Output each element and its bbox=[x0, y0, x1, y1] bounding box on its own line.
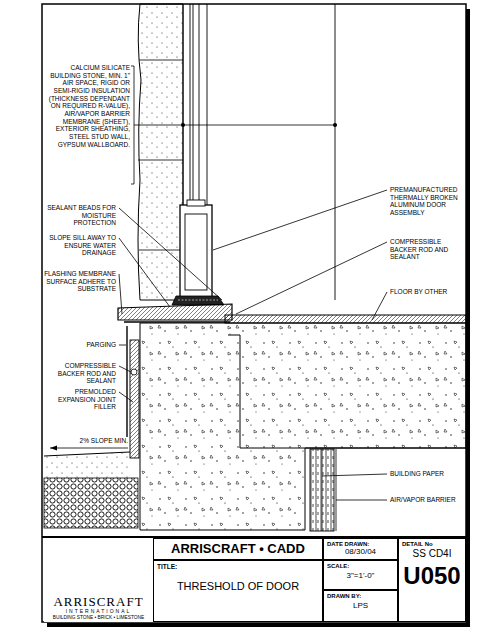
leader-line bbox=[236, 242, 387, 314]
callout-label: COMPRESSIBLE BACKER ROD AND SEALANT bbox=[44, 362, 116, 385]
title-block-cell: DRAWN BY: LPS bbox=[323, 590, 398, 622]
leader-line bbox=[119, 392, 133, 402]
callout-label: COMPRESSIBLE BACKER ROD AND SEALANT bbox=[390, 238, 464, 261]
title-block-text: ARRISCRAFT bbox=[53, 595, 143, 609]
callout-label: AIR/VAPOR BARRIER bbox=[390, 496, 464, 504]
callout-label: FLASHING MEMBRANE SURFACE ADHERE TO SUBS… bbox=[44, 270, 116, 293]
callout-label: FLOOR BY OTHER bbox=[390, 288, 464, 296]
leader-line bbox=[119, 345, 126, 346]
callout-label: PARGING bbox=[44, 341, 116, 349]
title-block-text: DETAIL No bbox=[402, 541, 462, 548]
title-block-text: 08/30/04 bbox=[327, 548, 394, 557]
callout-label: 2% SLOPE MIN. bbox=[70, 437, 128, 445]
title-block-text: SS CD4I bbox=[402, 548, 462, 559]
title-block-cell: SCALE: 3"=1'-0" bbox=[323, 560, 398, 590]
leader-line bbox=[372, 292, 387, 320]
title-block-cell: DATE DRAWN:08/30/04 bbox=[323, 538, 398, 560]
leader-line bbox=[213, 190, 387, 250]
leader-line bbox=[119, 238, 170, 307]
leader-line bbox=[336, 500, 387, 501]
callout-label: PREMANUFACTURED THERMALLY BROKEN ALUMINU… bbox=[390, 186, 464, 217]
title-block-text: BUILDING STONE • BRICK • LIMESTONE bbox=[53, 615, 144, 620]
title-block-text: LPS bbox=[327, 602, 394, 611]
callout-label: SEALANT BEADS FOR MOISTURE PROTECTION bbox=[44, 204, 116, 227]
title-block-text: DRAWN BY: bbox=[327, 593, 394, 600]
callout-label: CALCIUM SILICATE BUILDING STONE, MIN. 1"… bbox=[46, 64, 130, 148]
title-block-text: THRESHOLD OF DOOR bbox=[157, 580, 319, 592]
title-block-text: ARRISCRAFT • CADD bbox=[171, 542, 305, 556]
title-block-cell: DETAIL NoSS CD4I U050 bbox=[398, 538, 466, 622]
title-block-text: DATE DRAWN: bbox=[327, 541, 394, 548]
title-block-cell: ARRISCRAFT • CADD bbox=[153, 538, 323, 560]
title-block-text: SCALE: bbox=[327, 563, 394, 570]
title-block-text: TITLE: bbox=[157, 563, 319, 570]
callout-label: SLOPE SILL AWAY TO ENSURE WATER DRAINAGE bbox=[44, 234, 116, 257]
title-block-text: 3"=1'-0" bbox=[327, 572, 394, 581]
leader-line bbox=[119, 208, 222, 300]
title-block-cell: ARRISCRAFTINTERNATIONALBUILDING STONE • … bbox=[44, 539, 153, 622]
title-block-text: INTERNATIONAL bbox=[66, 609, 132, 615]
callout-label: BUILDING PAPER bbox=[390, 470, 464, 478]
title-block-cell: TITLE: THRESHOLD OF DOOR bbox=[153, 560, 323, 622]
leader-line bbox=[322, 474, 387, 476]
leader-line bbox=[119, 366, 131, 372]
leader-line bbox=[119, 274, 122, 314]
callout-label: PREMOLDED EXPANSION JOINT FILLER bbox=[44, 388, 116, 411]
title-block-text: U050 bbox=[402, 563, 462, 589]
